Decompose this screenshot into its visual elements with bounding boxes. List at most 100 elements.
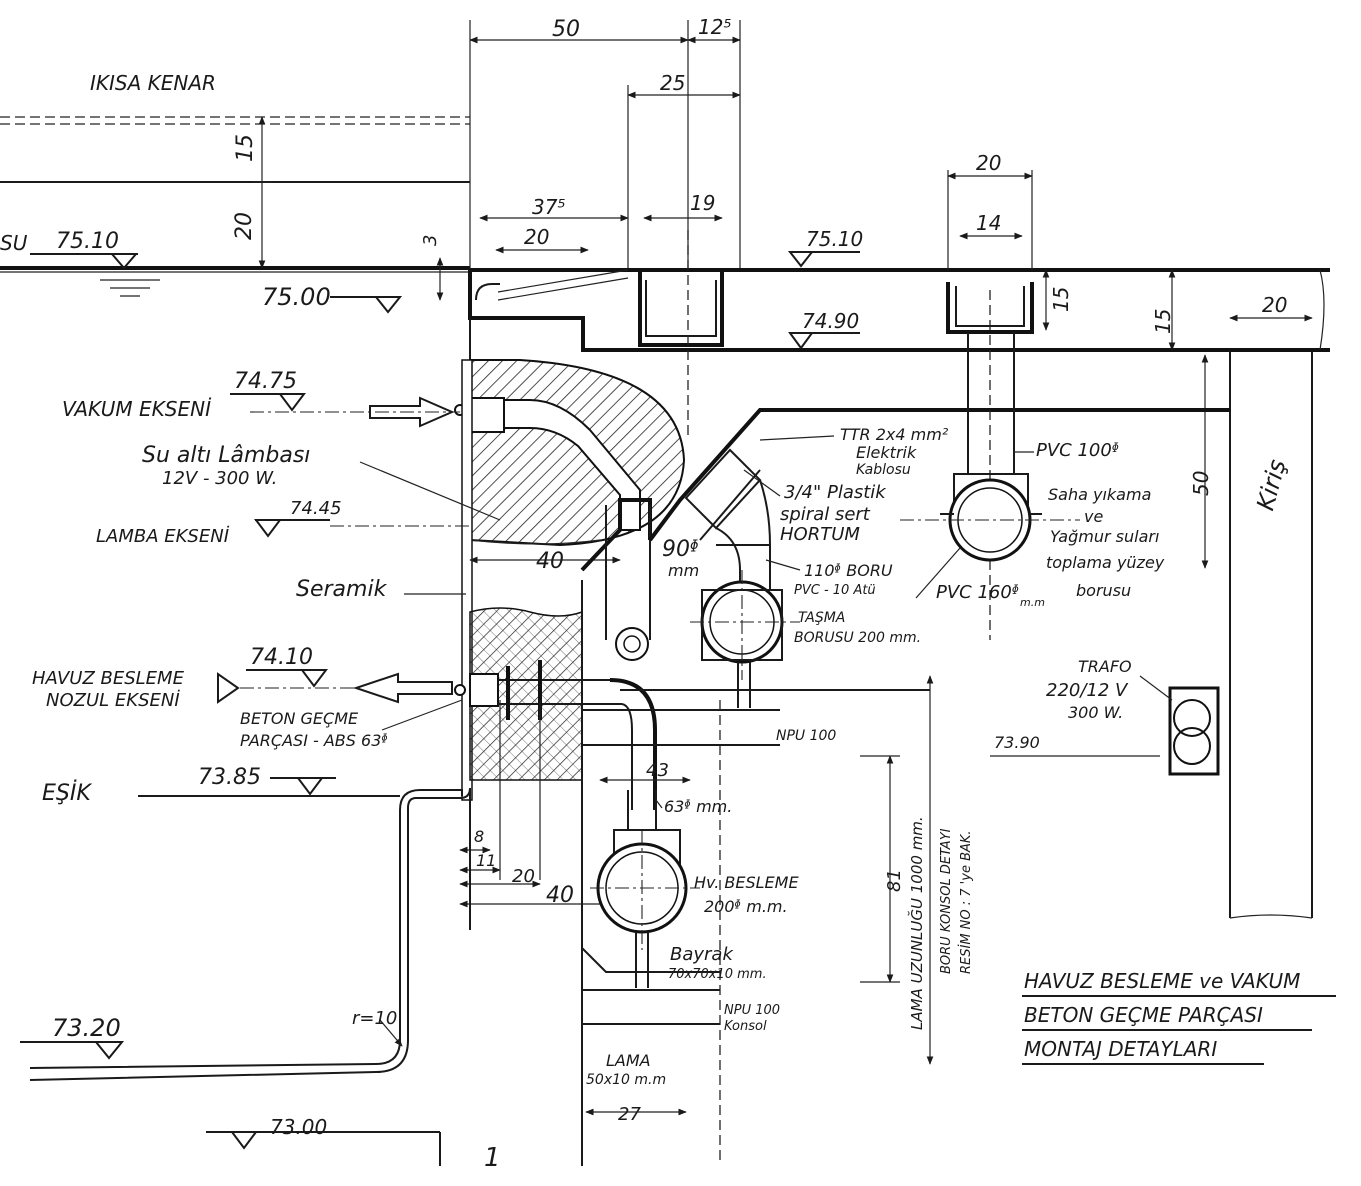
r10-label: r=10 bbox=[352, 1008, 397, 1029]
elev-7385-marker bbox=[296, 777, 324, 796]
dim-15c: 15 bbox=[1151, 309, 1175, 334]
overflow-pipe-group bbox=[580, 408, 1230, 1160]
dim-20b: 20 bbox=[524, 225, 549, 249]
beton-gecme-label: BETON GEÇME bbox=[240, 709, 359, 728]
elev-7445-label: 74.45 bbox=[290, 498, 342, 519]
top-dimension-lines bbox=[436, 20, 741, 320]
dim-375: 37⁵ bbox=[532, 195, 565, 219]
ttr-kablo-label-2: Elektrik bbox=[856, 443, 917, 462]
elev-7500-label: 75.00 bbox=[262, 283, 331, 311]
vacuum-fitting bbox=[454, 397, 641, 531]
hortum-label-2: spiral sert bbox=[780, 504, 871, 525]
elev-7500-marker bbox=[373, 296, 403, 314]
vert-note-3: RESİM NO : 7 'ye BAK. bbox=[958, 830, 974, 974]
elev-7320-label: 73.20 bbox=[52, 1014, 121, 1042]
elev-7510-label: 75.10 bbox=[56, 229, 119, 254]
dim-25: 25 bbox=[660, 71, 685, 95]
dim-15b: 15 bbox=[1049, 287, 1073, 312]
dim-20d: 20 bbox=[1262, 293, 1287, 317]
water-surface-symbol bbox=[100, 279, 160, 297]
vakum-ekseni-label: VAKUM EKSENİ bbox=[62, 397, 212, 421]
beam bbox=[1168, 269, 1330, 919]
d90-unit-label: mm bbox=[668, 561, 699, 580]
trafo-label-2: 220/12 V bbox=[1046, 680, 1129, 701]
dim-20c: 20 bbox=[976, 151, 1001, 175]
elev-7475-marker bbox=[278, 393, 306, 412]
npu100-label-b: NPU 100 bbox=[724, 1003, 780, 1018]
saha-label-1: Saha yıkama bbox=[1048, 485, 1151, 504]
title-line-2: BETON GEÇME PARÇASI bbox=[1024, 1003, 1263, 1027]
dim-20a: 20 bbox=[232, 212, 257, 240]
elev-7490-label: 74.90 bbox=[802, 309, 859, 333]
elev-7445-marker bbox=[254, 519, 282, 538]
title-line-3: MONTAJ DETAYLARI bbox=[1024, 1037, 1217, 1061]
dim-19: 19 bbox=[690, 191, 715, 215]
dim-40a: 40 bbox=[536, 549, 564, 574]
dim-81: 81 bbox=[884, 869, 905, 892]
elev-7320-marker bbox=[93, 1041, 125, 1060]
dim-8: 8 bbox=[474, 827, 484, 846]
boru110-label-2: PVC - 10 Atü bbox=[794, 583, 876, 598]
lamba-spec-label: 12V - 300 W. bbox=[162, 468, 277, 489]
dim-11: 11 bbox=[476, 851, 496, 870]
vakum-arrow bbox=[369, 396, 455, 428]
trafo-label-3: 300 W. bbox=[1068, 703, 1123, 722]
seramik-band bbox=[461, 359, 473, 801]
su-label: SU bbox=[0, 231, 28, 255]
dim-50-top: 50 bbox=[552, 17, 580, 42]
dim-20e: 20 bbox=[512, 866, 535, 887]
seramik-label: Seramik bbox=[296, 577, 388, 602]
dim-12-top: 12⁵ bbox=[698, 15, 731, 39]
bayrak-label-1: Bayrak bbox=[670, 944, 734, 965]
dim-50-beam: 50 bbox=[1189, 471, 1213, 496]
dim-3: 3 bbox=[420, 235, 441, 246]
nozul-ekseni-label: NOZUL EKSENİ bbox=[46, 690, 180, 711]
saha-label-2: ve bbox=[1084, 507, 1103, 526]
vert-note-1: LAMA UZUNLUĞU 1000 mm. bbox=[907, 816, 926, 1030]
ttr-kablo-label-3: Kablosu bbox=[856, 462, 911, 478]
elev-7300-marker bbox=[230, 1131, 258, 1150]
trafo-unit bbox=[1139, 675, 1220, 776]
dim-15a: 15 bbox=[233, 134, 258, 162]
konsol-label: Konsol bbox=[724, 1019, 767, 1034]
elev-7510b-label: 75.10 bbox=[806, 227, 863, 251]
lama-label-1: LAMA bbox=[606, 1051, 651, 1070]
vert-note-2: BORU KONSOL DETAYI bbox=[939, 828, 954, 974]
pool-wall bbox=[29, 787, 471, 1081]
trafo-label-1: TRAFO bbox=[1078, 657, 1132, 676]
elev-7385-label: 73.85 bbox=[198, 765, 261, 790]
pvc100-label: PVC 100ᶲ bbox=[1036, 440, 1119, 461]
page-mark: 1 bbox=[484, 1143, 501, 1173]
su-alti-lambasi-label: Su altı Lâmbası bbox=[142, 443, 310, 468]
saha-label-3: Yağmur suları bbox=[1050, 527, 1159, 546]
title-line-1: HAVUZ BESLEME ve VAKUM bbox=[1024, 969, 1300, 993]
hortum-label-3: HORTUM bbox=[780, 524, 860, 545]
bayrak-label-2: 70x70x10 mm. bbox=[668, 967, 767, 982]
elev-7300-label: 73.00 bbox=[270, 1115, 327, 1139]
lamba-ekseni-label: LAMBA EKSENİ bbox=[96, 526, 230, 547]
ttr-kablo-label-1: TTR 2x4 mm² bbox=[840, 425, 949, 444]
pvc160-label: PVC 160ᶲ bbox=[936, 582, 1019, 603]
saha-label-5: borusu bbox=[1076, 581, 1131, 600]
npu100-label-a: NPU 100 bbox=[776, 728, 836, 744]
boru110-label-1: 110ᶲ BORU bbox=[804, 561, 893, 580]
hv-besleme-label-1: Hv. BESLEME bbox=[694, 873, 799, 892]
tasma-label-1: TAŞMA bbox=[798, 610, 845, 626]
dim-27: 27 bbox=[618, 1104, 641, 1125]
hv-besleme-label-2: 200ᶲ m.m. bbox=[704, 897, 788, 916]
pvc160-unit-label: m.m bbox=[1020, 596, 1045, 609]
kiris-label: Kiriş bbox=[1251, 457, 1291, 514]
tasma-label-2: BORUSU 200 mm. bbox=[794, 630, 921, 646]
elev-7475-label: 74.75 bbox=[234, 369, 297, 394]
elev-7510-marker bbox=[109, 253, 139, 270]
elev-7390-label: 73.90 bbox=[994, 733, 1040, 752]
d90-label: 90ᶲ bbox=[662, 537, 699, 562]
lama-label-2: 50x10 m.m bbox=[586, 1072, 666, 1088]
ikisa-kenar-label: IKISA KENAR bbox=[90, 71, 216, 95]
wall-dimensions bbox=[459, 700, 611, 1166]
elev-7510b-marker bbox=[787, 251, 815, 268]
nozzle-axis-marker bbox=[217, 672, 240, 704]
d63-label: 63ᶲ mm. bbox=[664, 797, 732, 816]
dim-40b: 40 bbox=[546, 883, 574, 908]
